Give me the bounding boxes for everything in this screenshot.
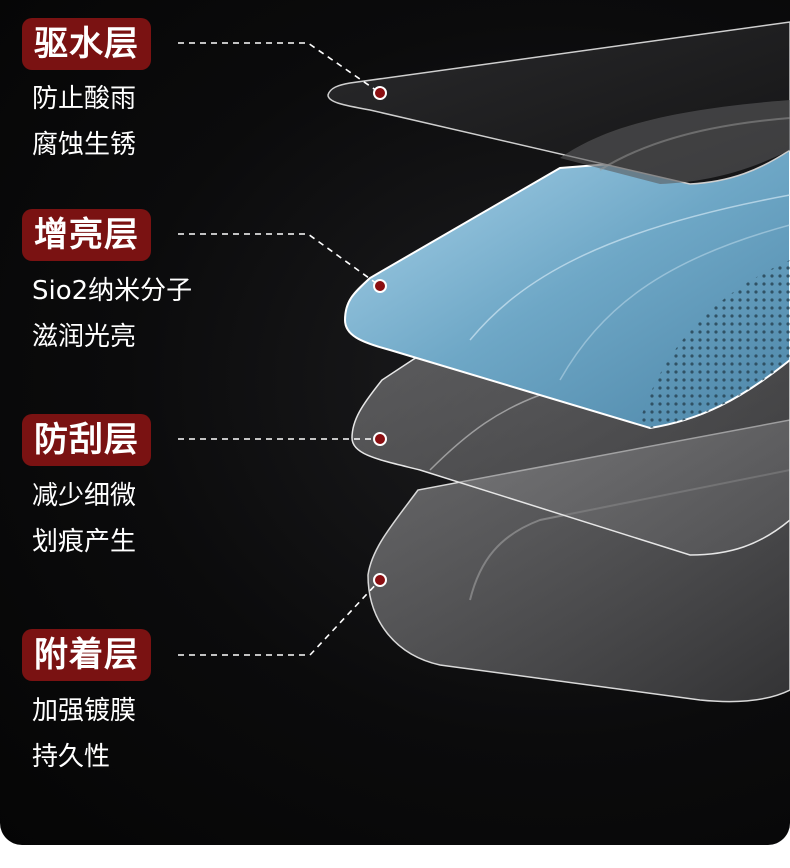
layer-markers [373,86,387,587]
scratch-layer-description: 减少细微 划痕产生 [32,473,136,565]
adhesion-layer-title: 附着层 [22,629,151,681]
infographic-panel: 驱水层 防止酸雨 腐蚀生锈 增亮层 Sio2纳米分子 滋润光亮 防刮层 减少细微… [0,0,790,845]
brightening-layer-description: Sio2纳米分子 滋润光亮 [32,268,192,360]
connector-adhesion [178,579,381,656]
brightening-layer-title: 增亮层 [22,209,151,261]
description-line: 减少细微 [32,481,137,511]
hydrophobic-layer-title: 驱水层 [22,18,151,70]
description-line: 持久性 [32,742,111,772]
description-line: 加强镀膜 [32,696,137,726]
description-line: 防止酸雨 [32,84,137,114]
hydrophobic-layer-description: 防止酸雨 腐蚀生锈 [32,76,136,168]
marker-adhesion [373,573,387,587]
description-line: 滋润光亮 [32,322,137,352]
connector-lines [178,42,381,656]
connector-hydrophobic [178,42,381,94]
description-line: 腐蚀生锈 [32,130,137,160]
connector-brightening [178,233,381,287]
scratch-layer-title: 防刮层 [22,414,151,466]
marker-scratch [373,432,387,446]
marker-brightening [373,279,387,293]
adhesion-layer-description: 加强镀膜 持久性 [32,688,136,780]
layer-illustration [178,21,790,703]
description-line: Sio2纳米分子 [32,276,193,306]
description-line: 划痕产生 [32,527,137,557]
marker-hydrophobic [373,86,387,100]
